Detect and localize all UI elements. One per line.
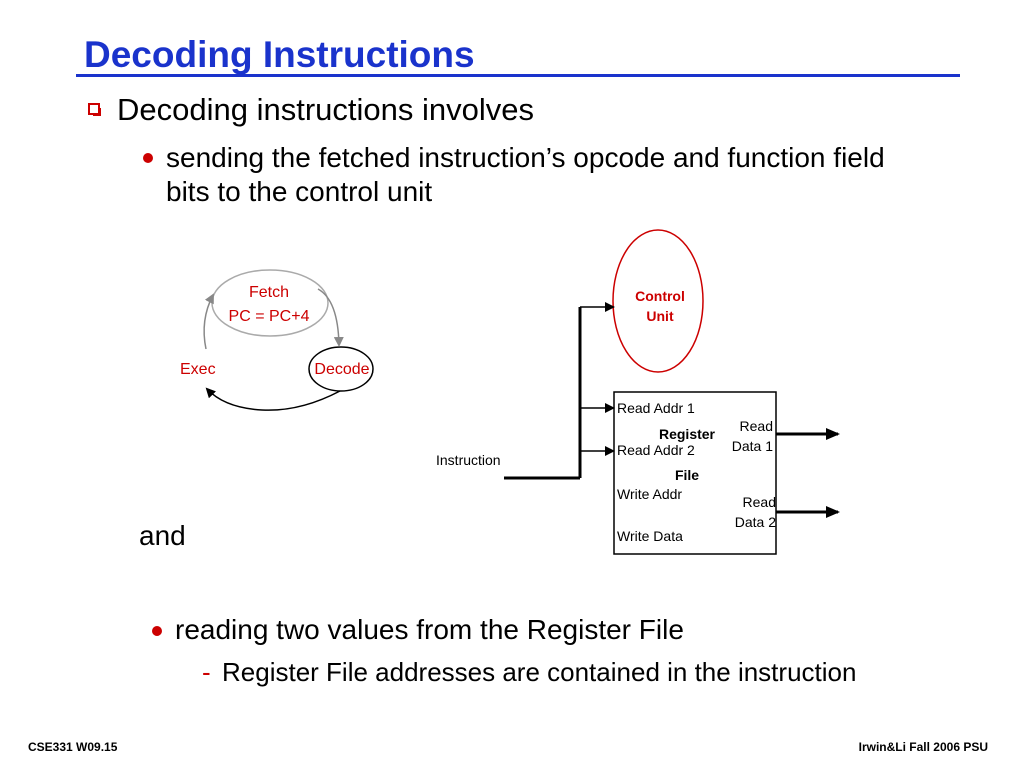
fetch-to-decode-arrow [317, 288, 344, 347]
fetch-node [211, 269, 329, 337]
round-bullet-icon [143, 153, 153, 163]
bullet-sending-opcode: sending the fetched instruction’s opcode… [166, 142, 885, 207]
read-data1-port: Read [740, 418, 773, 434]
fetch-label: Fetch [249, 284, 289, 301]
square-bullet-icon [88, 103, 101, 116]
register-file-title: Register [659, 426, 716, 442]
connector-text: and [139, 520, 186, 551]
read-data1-port: Data 1 [732, 438, 773, 454]
exec-label: Exec [180, 361, 216, 378]
fetch-formula: PC = PC+4 [229, 308, 310, 325]
register-file-title: File [675, 467, 699, 483]
dash-bullet-icon: - [202, 657, 211, 687]
round-bullet-icon [152, 626, 162, 636]
slide-title: Decoding Instructions [84, 34, 475, 75]
footer-course: CSE331 W09.15 [28, 740, 118, 754]
instruction-label: Instruction [436, 452, 501, 468]
datapath-diagram: Control Unit Instruction Read Addr 1 Reg… [436, 229, 840, 555]
write-addr-port: Write Addr [617, 486, 682, 502]
read-addr1-port: Read Addr 1 [617, 400, 695, 416]
decode-label: Decode [314, 361, 369, 378]
control-unit-label: Control [635, 288, 685, 304]
bullet-decoding-involves: Decoding instructions involves [117, 92, 534, 127]
decode-to-exec-arrow [205, 387, 341, 411]
control-unit-label: Unit [646, 308, 674, 324]
instruction-cycle-diagram: Fetch PC = PC+4 Exec Decode [180, 269, 374, 411]
write-data-port: Write Data [617, 528, 683, 544]
register-file-block [613, 391, 777, 555]
exec-to-fetch-arrow [203, 293, 214, 350]
bullet-reading-regfile: reading two values from the Register Fil… [175, 614, 684, 645]
read-data2-port: Data 2 [735, 514, 776, 530]
sub-bullet-addresses: Register File addresses are contained in… [222, 657, 857, 687]
control-unit-node [612, 229, 704, 373]
read-data2-port: Read [743, 494, 776, 510]
footer-credit: Irwin&Li Fall 2006 PSU [858, 740, 988, 754]
decode-node [308, 346, 374, 392]
read-addr2-port: Read Addr 2 [617, 442, 695, 458]
title-underline [76, 74, 960, 77]
